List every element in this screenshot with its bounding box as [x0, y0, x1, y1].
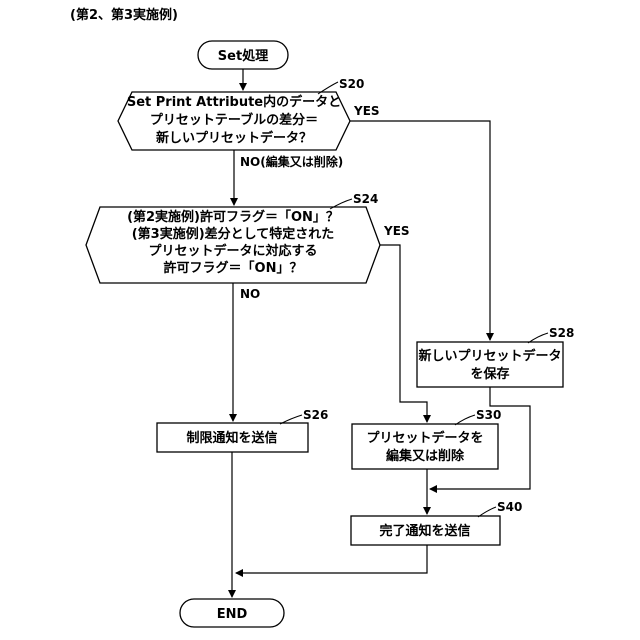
process-s30-line-2: 編集又は削除: [386, 448, 465, 464]
process-s40-line-1: 完了通知を送信: [379, 523, 470, 539]
step-label-s30: S30: [476, 408, 501, 422]
connector-s24-yes-s30: [380, 245, 427, 422]
step-label-s26: S26: [303, 408, 328, 422]
step-label-s24: S24: [353, 192, 378, 206]
step-label-s40: S40: [497, 500, 522, 514]
step-label-s20: S20: [339, 77, 364, 91]
decision-s24-line-3: プリセットデータに対応する: [148, 243, 317, 259]
start-label: Set処理: [218, 48, 268, 64]
process-s30-line-1: プリセットデータを: [366, 430, 483, 446]
end-label: END: [217, 607, 248, 622]
branch-no-s24: NO: [240, 287, 260, 301]
decision-s20-line-1: Set Print Attribute内のデータと: [127, 94, 341, 110]
process-s28-line-1: 新しいプリセットデータ: [418, 348, 561, 364]
decision-s20-line-3: 新しいプリセットデータ？: [156, 130, 312, 146]
process-s28-line-2: を保存: [470, 366, 509, 382]
decision-s24-line-2: (第3実施例)差分として特定された: [132, 226, 335, 242]
step-label-s28: S28: [549, 326, 574, 340]
decision-s24-line-1: (第2実施例)許可フラグ＝「ON」？: [127, 209, 339, 225]
branch-yes-s20: YES: [353, 104, 380, 118]
branch-yes-s24: YES: [383, 224, 410, 238]
branch-no-s20: NO(編集又は削除): [240, 154, 343, 169]
decision-s24-line-4: 許可フラグ＝「ON」？: [164, 260, 303, 276]
decision-s20-line-2: プリセットテーブルの差分＝: [150, 112, 318, 128]
connector-s40-merge: [236, 545, 427, 573]
process-s26-line-1: 制限通知を送信: [186, 430, 277, 446]
figure-caption: (第2、第3実施例): [70, 7, 178, 23]
